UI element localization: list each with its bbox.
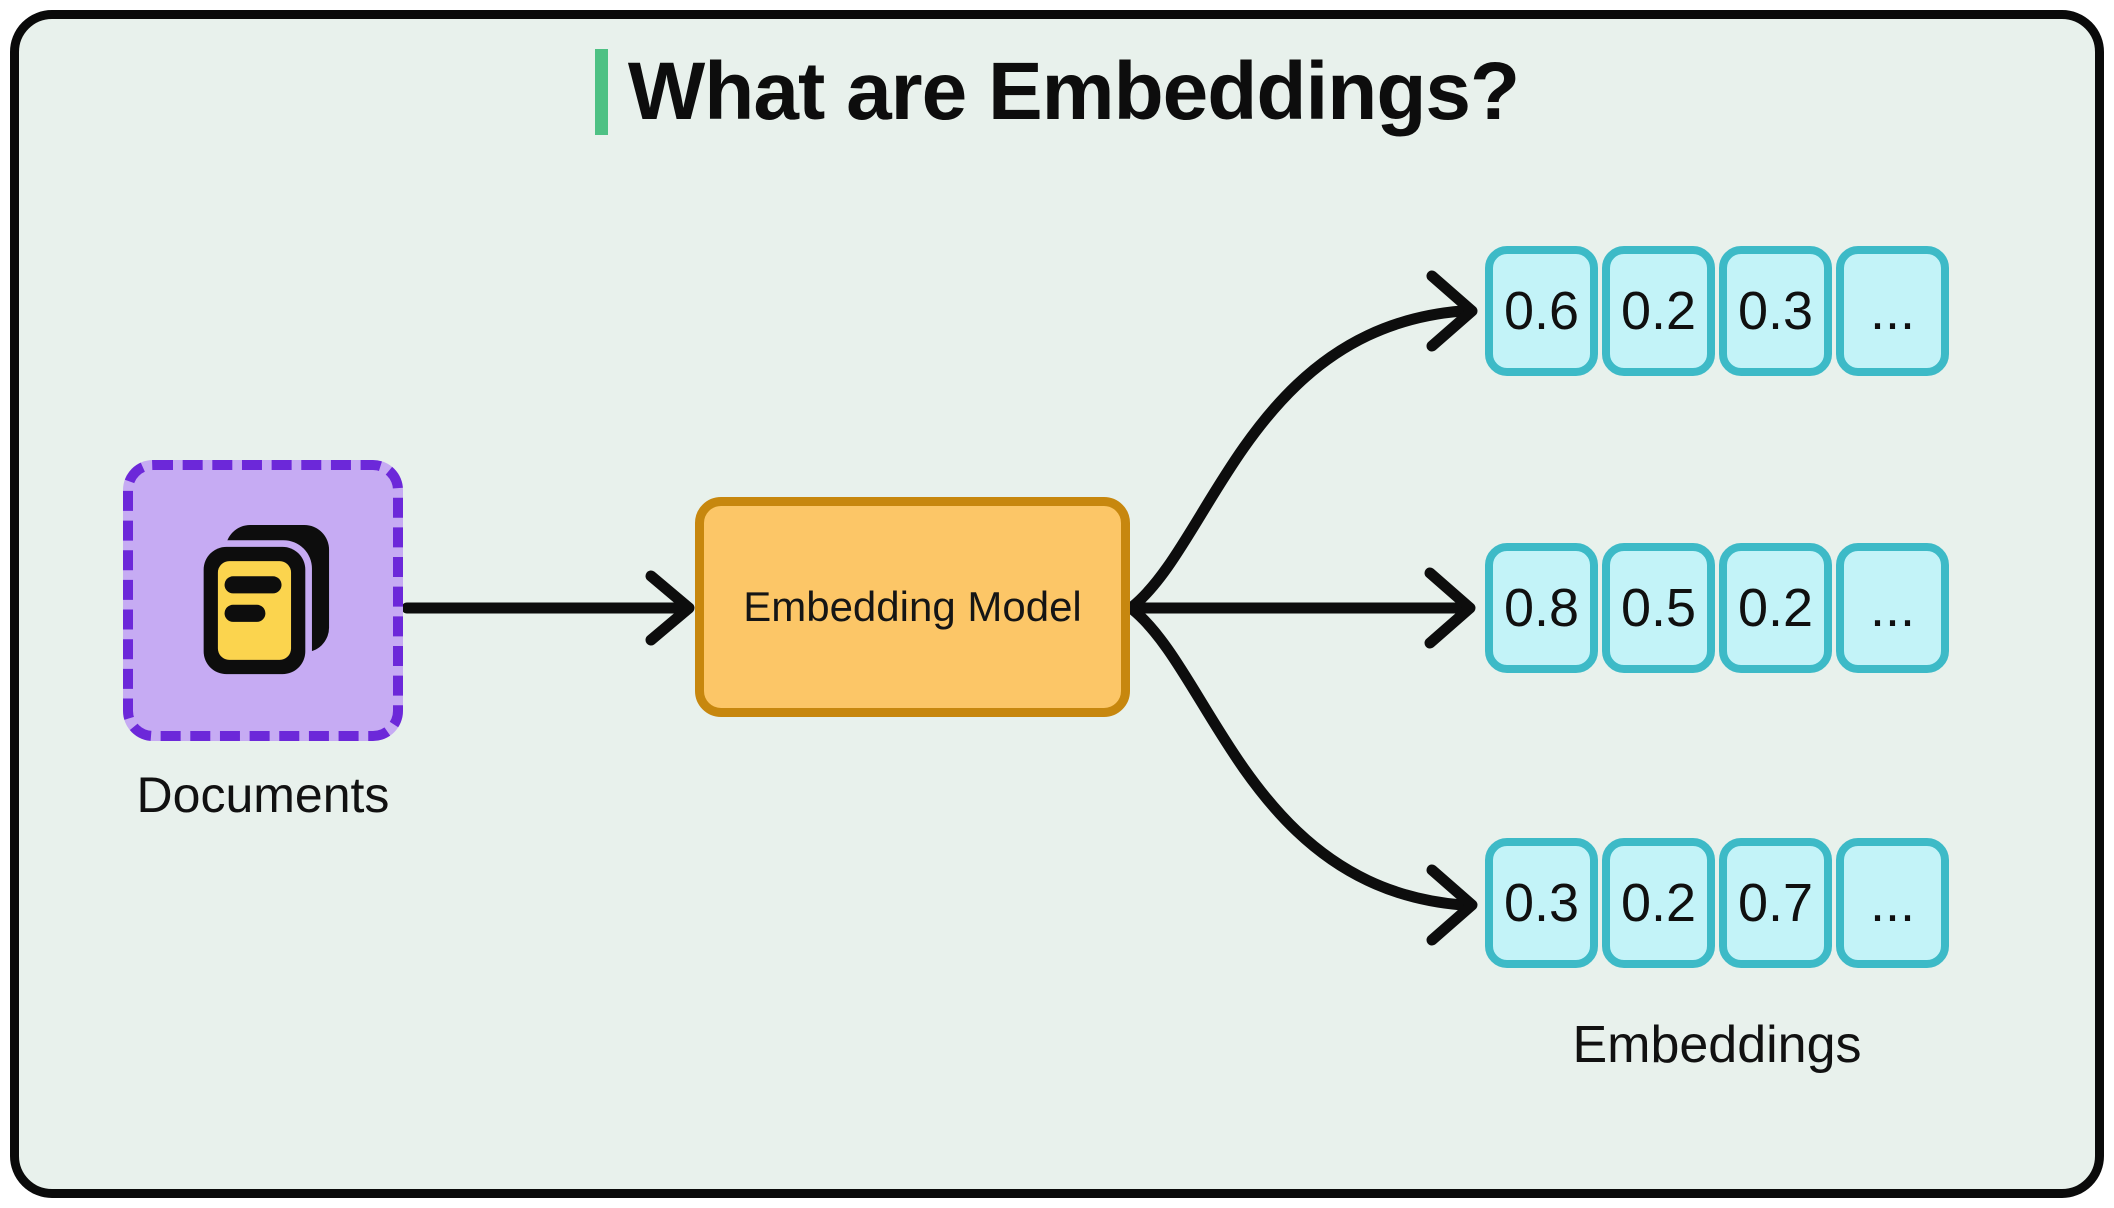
- vector-cell: 0.8: [1485, 543, 1598, 673]
- vector-cell: 0.3: [1719, 246, 1832, 376]
- vector-cell-ellipsis: ...: [1836, 543, 1949, 673]
- text-line-1: [224, 575, 282, 593]
- vector-cell: 0.2: [1602, 838, 1715, 968]
- vector-cell: 0.2: [1602, 246, 1715, 376]
- vector-cell: 0.6: [1485, 246, 1598, 376]
- vector-cell-ellipsis: ...: [1836, 246, 1949, 376]
- embedding-row-1: 0.6 0.2 0.3 ...: [1485, 246, 1949, 376]
- documents-label: Documents: [136, 767, 390, 823]
- title-group: What are Embeddings?: [0, 44, 2114, 140]
- embedding-model-label: Embedding Model: [743, 583, 1082, 630]
- page-title: What are Embeddings?: [627, 46, 1520, 137]
- embedding-row-3: 0.3 0.2 0.7 ...: [1485, 838, 1949, 968]
- vector-cell: 0.2: [1719, 543, 1832, 673]
- text-line-2: [224, 604, 265, 622]
- vector-cell: 0.3: [1485, 838, 1598, 968]
- embedding-row-2: 0.8 0.5 0.2 ...: [1485, 543, 1949, 673]
- vector-cell-ellipsis: ...: [1836, 838, 1949, 968]
- embeddings-label: Embeddings: [1572, 1016, 1862, 1074]
- title-accent-bar: [594, 49, 608, 135]
- embedding-model-node: Embedding Model: [695, 497, 1130, 717]
- vector-cell: 0.7: [1719, 838, 1832, 968]
- documents-node: [123, 460, 403, 741]
- documents-icon: [196, 524, 329, 677]
- vector-cell: 0.5: [1602, 543, 1715, 673]
